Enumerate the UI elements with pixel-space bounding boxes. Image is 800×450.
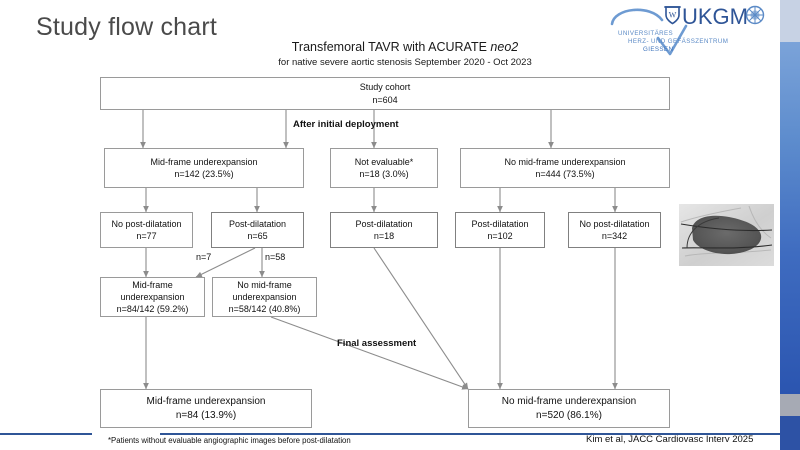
node-no-post-dilatation-77[interactable]: No post-dilatation n=77: [100, 212, 193, 248]
node-count: n=444 (73.5%): [535, 169, 595, 179]
node-count: n=77: [136, 231, 157, 241]
node-label: Mid-frame underexpansion: [146, 396, 266, 407]
ukgm-logo: W UKGM UNIVERSITÄRES HERZ- UND GEFÄSSZEN…: [608, 2, 773, 58]
node-mid-frame-underexpansion[interactable]: Mid-frame underexpansion n=142 (23.5%): [104, 148, 304, 188]
node-label: No mid-frame underexpansion: [504, 156, 626, 167]
node-count: n=142 (23.5%): [174, 169, 234, 179]
footer-rule-left: [0, 433, 92, 435]
node-label: Post-dilatation: [471, 218, 529, 229]
node-label: Study cohort: [359, 82, 411, 93]
stage-label-final-assessment: Final assessment: [337, 338, 417, 349]
node-count: n=520 (86.1%): [536, 409, 602, 421]
node-final-no-mid-frame-underexpansion[interactable]: No mid-frame underexpansion n=520 (86.1%…: [468, 389, 670, 428]
page-title: Study flow chart: [36, 13, 218, 41]
edge-label-n58: n=58: [265, 252, 286, 262]
angiography-image: [679, 204, 774, 266]
node-count: n=84/142 (59.2%): [116, 304, 189, 315]
logo-line2: HERZ- UND GEFÄSSZENTRUM: [628, 38, 728, 45]
node-study-cohort[interactable]: Study cohort n=604: [100, 77, 670, 110]
node-count: n=84 (13.9%): [175, 409, 237, 421]
edge-label-n7: n=7: [196, 252, 212, 262]
node-not-evaluable[interactable]: Not evaluable* n=18 (3.0%): [330, 148, 438, 188]
node-label: Mid-frame underexpansion: [150, 156, 258, 167]
node-final-mid-frame-underexpansion[interactable]: Mid-frame underexpansion n=84 (13.9%): [100, 389, 312, 428]
decor-bar-top: [780, 0, 800, 42]
node-label-line1: Mid-frame: [132, 279, 173, 290]
node-label-line1: No mid-frame: [237, 279, 292, 290]
node-label: Post-dilatation: [355, 218, 413, 229]
node-count: n=604: [372, 94, 398, 105]
node-post-dilatation-65[interactable]: Post-dilatation n=65: [211, 212, 304, 248]
logo-line3: GIESSEN: [643, 46, 673, 53]
node-label: No post-dilatation: [579, 218, 650, 229]
citation: Kim et al, JACC Cardiovasc Interv 2025: [586, 434, 754, 445]
svg-text:UKGM: UKGM: [682, 4, 748, 29]
node-post-dilatation-102[interactable]: Post-dilatation n=102: [455, 212, 545, 248]
node-no-post-dilatation-342[interactable]: No post-dilatation n=342: [568, 212, 661, 248]
decor-bar-gradient: [780, 42, 800, 394]
node-count: n=58/142 (40.8%): [228, 304, 301, 315]
node-no-mid-frame-underexpansion-58-142[interactable]: No mid-frame underexpansion n=58/142 (40…: [212, 277, 317, 317]
node-count: n=102: [487, 231, 513, 241]
node-mid-frame-underexpansion-84-142[interactable]: Mid-frame underexpansion n=84/142 (59.2%…: [100, 277, 205, 317]
node-no-mid-frame-underexpansion[interactable]: No mid-frame underexpansion n=444 (73.5%…: [460, 148, 670, 188]
node-label-line2: underexpansion: [232, 291, 297, 302]
logo-line1: UNIVERSITÄRES: [618, 30, 673, 37]
footer-rule-right: [160, 433, 780, 435]
node-label: Post-dilatation: [228, 218, 287, 229]
node-count: n=18 (3.0%): [359, 169, 409, 179]
node-label: No post-dilatation: [111, 218, 182, 229]
node-label: Not evaluable*: [354, 156, 414, 167]
node-count: n=18: [373, 231, 395, 241]
svg-text:W: W: [669, 11, 677, 20]
footnote: *Patients without evaluable angiographic…: [108, 436, 351, 445]
decor-bar-gray: [780, 394, 800, 416]
chart-header-subtitle: for native severe aortic stenosis Septem…: [278, 56, 532, 68]
node-count: n=342: [601, 231, 628, 241]
decor-bar-bottom: [780, 416, 800, 450]
node-post-dilatation-18[interactable]: Post-dilatation n=18: [330, 212, 438, 248]
node-label: No mid-frame underexpansion: [501, 396, 637, 407]
chart-header: Transfemoral TAVR with ACURATE neo2 for …: [200, 40, 610, 69]
stage-label-after-initial-deployment: After initial deployment: [293, 119, 399, 130]
node-label-line2: underexpansion: [120, 291, 185, 302]
chart-header-title: Transfemoral TAVR with ACURATE neo2: [291, 40, 519, 54]
node-count: n=65: [247, 231, 268, 241]
